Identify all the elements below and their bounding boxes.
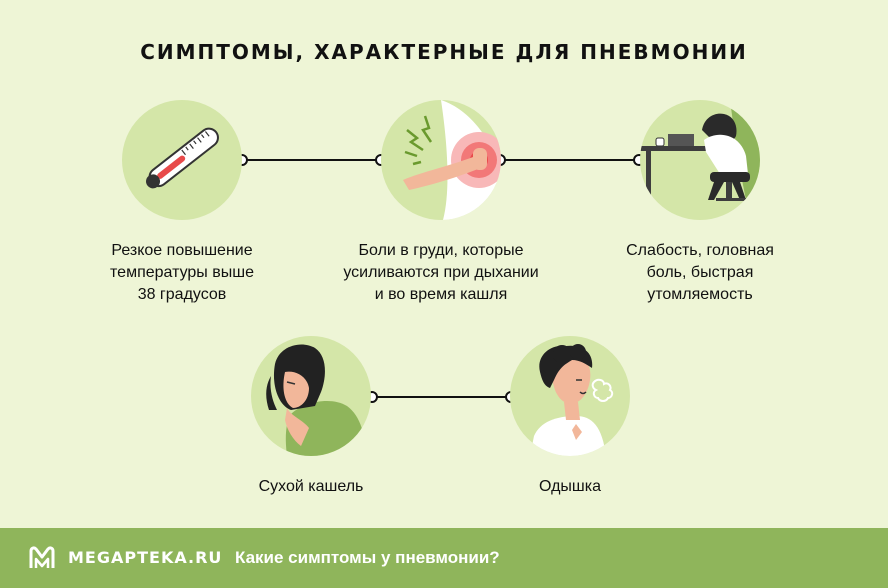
symptom-weakness-caption: Слабость, головная боль, быстрая утомляе… [626, 242, 774, 303]
footer-bar: MEGAPTEKA.RU Какие симптомы у пневмонии? [0, 528, 888, 588]
symptom-fever-circle [122, 100, 242, 220]
connector-line [242, 159, 382, 161]
symptom-cough-caption: Сухой кашель [258, 478, 364, 495]
connector-line [500, 159, 640, 161]
symptom-dyspnea-caption: Одышка [538, 478, 601, 495]
page-title: СИМПТОМЫ, ХАРАКТЕРНЫЕ ДЛЯ ПНЕВМОНИИ [140, 40, 748, 64]
connector-line [372, 396, 512, 398]
symptom-fever-caption: Резкое повышение температуры выше 38 гра… [110, 242, 254, 303]
tired-person-icon [640, 100, 760, 220]
coughing-person-icon [266, 344, 367, 456]
breathless-person-icon [530, 344, 614, 456]
footer-question: Какие симптомы у пневмонии? [235, 548, 500, 567]
symptom-chest-pain-caption: Боли в груди, которые усиливаются при ды… [343, 242, 539, 303]
symptom-chest-pain-circle [381, 100, 501, 220]
thermometer-icon [146, 127, 219, 189]
brand-name[interactable]: MEGAPTEKA.RU [68, 548, 223, 567]
symptom-weakness-circle [640, 100, 760, 220]
megapteka-logo-icon[interactable] [28, 545, 56, 571]
symptom-dyspnea-circle [510, 336, 630, 456]
chest-pain-icon [403, 100, 501, 220]
symptom-cough-circle [251, 336, 371, 456]
